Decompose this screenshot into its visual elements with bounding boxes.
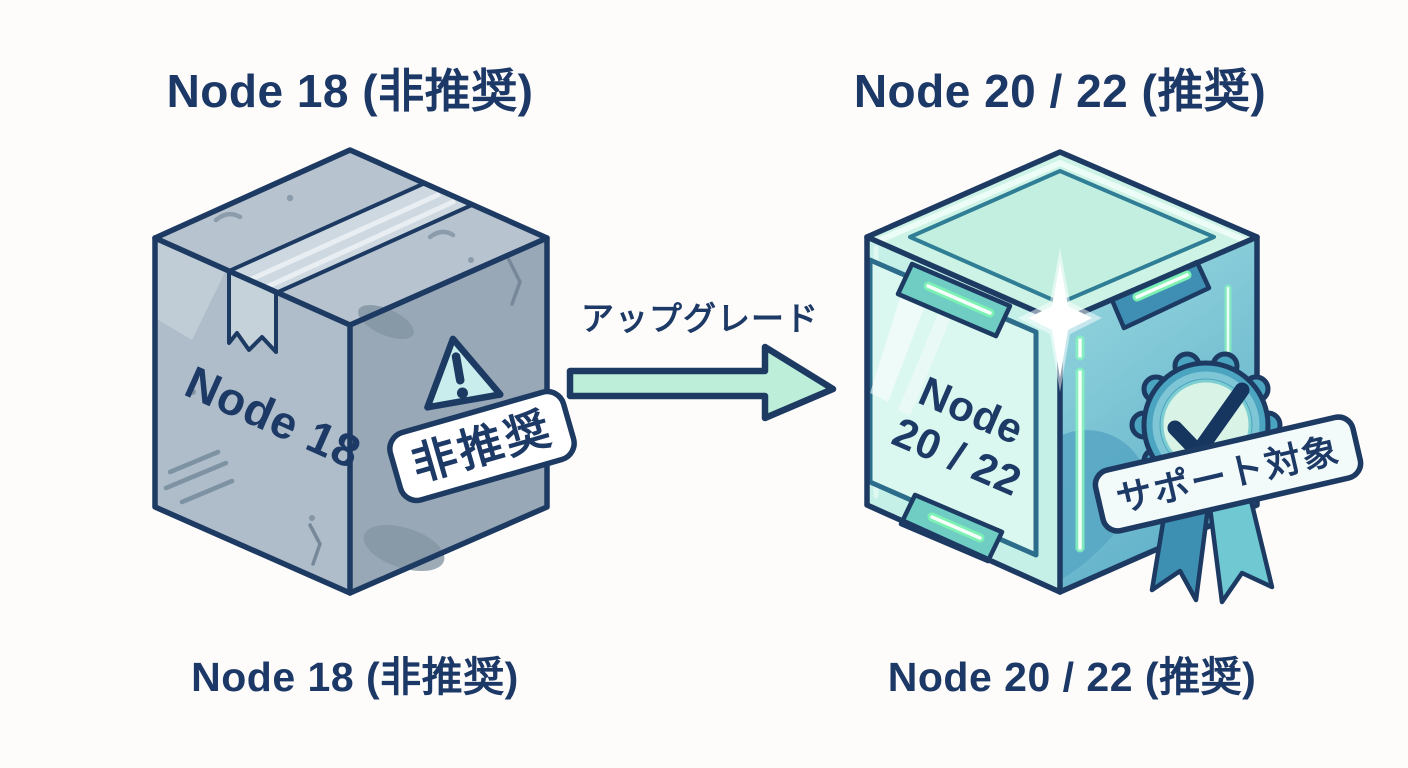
right-arrow-icon <box>566 343 837 422</box>
old-box-outline <box>152 147 550 596</box>
warning-icon <box>424 335 504 411</box>
caption-new-version: Node 20 / 22 (推奨) <box>887 654 1257 700</box>
old-box-illustration: Node 18 非推奨 <box>152 147 577 596</box>
upgrade-arrow-label: アップグレード <box>581 300 819 337</box>
new-box-illustration: Node 20 / 22 <box>864 149 1364 605</box>
torn-tape-flap <box>227 269 278 354</box>
title-old-version: Node 18 (非推奨) <box>166 65 534 117</box>
support-badge: サポート対象 <box>1092 351 1364 605</box>
caption-old-version: Node 18 (非推奨) <box>191 654 519 700</box>
title-new-version: Node 20 / 22 (推奨) <box>853 65 1267 117</box>
sparkle-icon <box>1018 248 1102 392</box>
old-box-left-face <box>155 238 350 593</box>
upgrade-arrow-group: アップグレード <box>566 300 837 422</box>
